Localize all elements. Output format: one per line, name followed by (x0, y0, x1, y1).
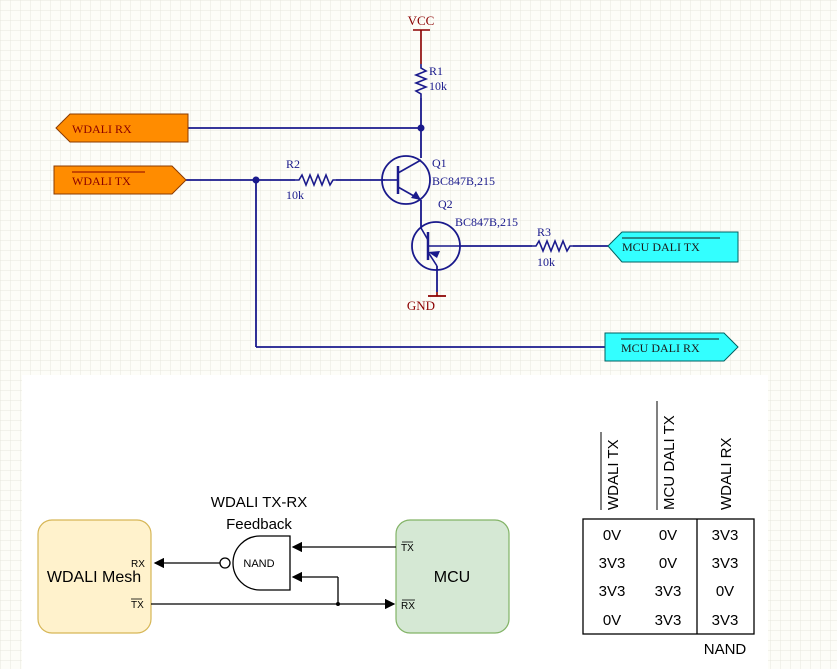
vcc-symbol: VCC (408, 13, 435, 64)
nand-gate: NAND (219, 535, 291, 591)
mcu-label: MCU (434, 569, 470, 586)
q1-part: BC847B,215 (432, 174, 495, 188)
table-row: 0V 3V3 3V3 (603, 612, 739, 629)
truth-table-frame (582, 518, 755, 635)
table-cell: 3V3 (599, 583, 626, 600)
block-diagram: WDALI TX-RX Feedback WDALI Mesh RX TX MC… (37, 494, 510, 634)
wdali-mesh-label: WDALI Mesh (47, 569, 141, 586)
junction-dot (252, 176, 260, 184)
vcc-label: VCC (408, 13, 435, 28)
r2-value: 10k (286, 188, 304, 202)
schematic: VCC R1 10k R2 10k (0, 0, 837, 375)
port-mcu-dali-rx-label: MCU DALI RX (621, 341, 700, 355)
port-mcu-dali-rx[interactable]: MCU DALI RX (604, 332, 739, 362)
resistor-r2: R2 10k (286, 157, 336, 202)
port-mcu-dali-tx[interactable]: MCU DALI TX (607, 231, 739, 263)
resistor-r3: R3 10k (532, 225, 573, 269)
q2-part: BC847B,215 (455, 215, 518, 229)
table-row: 0V 0V 3V3 (603, 527, 739, 544)
table-cell: 3V3 (599, 555, 626, 572)
r3-ref: R3 (537, 225, 551, 239)
r3-value: 10k (537, 255, 555, 269)
truth-table: WDALI TX MCU DALI TX WDALI RX 0V 0V 3V3 … (582, 401, 755, 658)
header-wdali-rx: WDALI RX (718, 437, 735, 510)
q1-ref: Q1 (432, 156, 447, 170)
junction-dot (417, 124, 425, 132)
gnd-symbol: GND (407, 292, 446, 313)
resistor-r1: R1 10k (413, 64, 447, 98)
connections (151, 541, 396, 610)
r1-ref: R1 (429, 64, 443, 78)
q2-ref: Q2 (438, 197, 453, 211)
mcu-tx-pin: TX (401, 543, 414, 554)
table-cell: 0V (603, 527, 621, 544)
table-cell: 0V (716, 583, 734, 600)
feedback-title-line2: Feedback (226, 516, 292, 533)
mcu-box[interactable] (395, 519, 510, 634)
wdali-rx-pin: RX (131, 559, 145, 570)
r1-value: 10k (429, 79, 447, 93)
wdali-tx-pin: TX (131, 600, 144, 611)
port-wdali-rx-label: WDALI RX (72, 122, 132, 136)
table-cell: 0V (659, 527, 677, 544)
junction-dot (336, 602, 340, 606)
transistor-q2: Q2 BC847B,215 (411, 197, 518, 271)
port-mcu-dali-tx-label: MCU DALI TX (622, 240, 700, 254)
header-mcu-dali-tx: MCU DALI TX (661, 415, 678, 510)
table-cell: 0V (659, 555, 677, 572)
transistor-q1: Q1 BC847B,215 (381, 155, 495, 205)
truth-table-caption: NAND (704, 641, 747, 658)
r2-ref: R2 (286, 157, 300, 171)
inversion-bubble (219, 557, 231, 569)
table-cell: 3V3 (655, 583, 682, 600)
port-wdali-tx-label: WDALI TX (72, 174, 131, 188)
table-cell: 3V3 (712, 555, 739, 572)
truth-table-headers: WDALI TX MCU DALI TX WDALI RX (600, 401, 735, 510)
mcu-rx-pin: RX (401, 601, 415, 612)
wdali-mesh-box[interactable] (37, 519, 152, 634)
table-row: 3V3 0V 3V3 (599, 555, 739, 572)
table-row: 3V3 3V3 0V (599, 583, 735, 600)
nand-label: NAND (243, 558, 274, 570)
feedback-title-line1: WDALI TX-RX (211, 494, 307, 511)
table-cell: 0V (603, 612, 621, 629)
port-wdali-tx[interactable]: WDALI TX (53, 165, 187, 195)
wires (186, 98, 608, 348)
grid-background (0, 375, 22, 669)
port-wdali-rx[interactable]: WDALI RX (55, 113, 189, 143)
table-cell: 3V3 (712, 527, 739, 544)
table-cell: 3V3 (712, 612, 739, 629)
gnd-label: GND (407, 298, 435, 313)
table-cell: 3V3 (655, 612, 682, 629)
grid-background (768, 375, 837, 669)
header-wdali-tx: WDALI TX (605, 439, 622, 510)
